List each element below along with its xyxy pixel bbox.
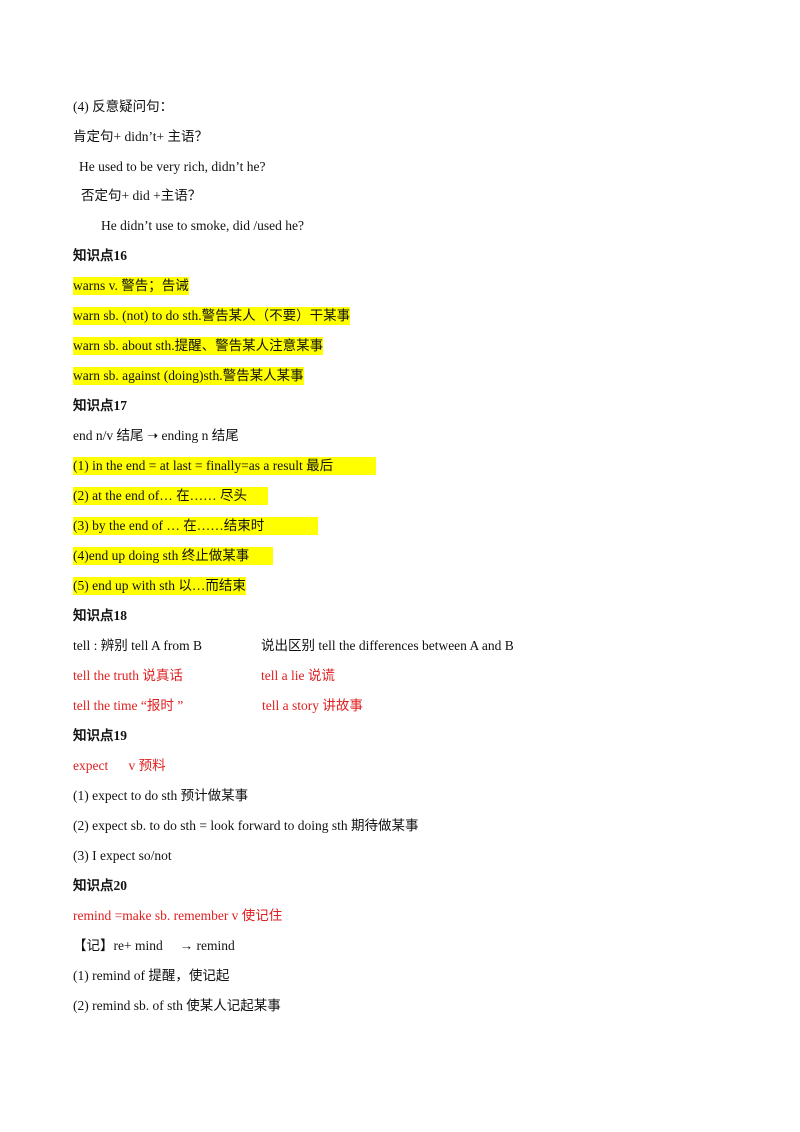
text-line: (4) 反意疑问句： [73, 99, 174, 114]
highlighted-line: (1) in the end = at last = finally=as a … [73, 457, 376, 475]
section-heading: 知识点16 [73, 248, 127, 263]
text-line: 否定句+ did +主语？ [81, 188, 202, 203]
section-heading: 知识点17 [73, 398, 127, 413]
red-text-line: tell the time “报时 ” [73, 698, 184, 713]
highlighted-line: warn sb. (not) to do sth.警告某人（不要）干某事 [73, 307, 351, 325]
text-line: He didn’t use to smoke, did /used he? [101, 218, 304, 233]
text-line: (2) remind sb. of sth 使某人记起某事 [73, 998, 281, 1013]
red-text-line: tell the truth 说真话 [73, 668, 183, 683]
text-line: 【记】re+ mind → remind [73, 938, 235, 953]
red-text-line: tell a lie 说谎 [261, 668, 335, 683]
section-heading: 知识点20 [73, 878, 127, 893]
highlighted-line: (5) end up with sth 以…而结束 [73, 577, 246, 595]
text-line: (1) expect to do sth 预计做某事 [73, 788, 249, 803]
highlighted-line: (3) by the end of … 在……结束时 [73, 517, 318, 535]
highlighted-line: warn sb. about sth.提醒、警告某人注意某事 [73, 337, 324, 355]
highlighted-line: warns v. 警告；告诫 [73, 277, 189, 295]
highlighted-line: (2) at the end of… 在…… 尽头 [73, 487, 268, 505]
section-heading: 知识点19 [73, 728, 127, 743]
text-line: 肯定句+ didn’t+ 主语？ [73, 129, 208, 144]
text-line: (2) expect sb. to do sth = look forward … [73, 818, 419, 833]
red-text-line: tell a story 讲故事 [262, 698, 363, 713]
highlighted-line: (4)end up doing sth 终止做某事 [73, 547, 273, 565]
text-line: (3) I expect so/not [73, 848, 172, 863]
highlighted-line: warn sb. against (doing)sth.警告某人某事 [73, 367, 304, 385]
text-line: (1) remind of 提醒，使记起 [73, 968, 230, 983]
text-line: end n/v 结尾 ➝ ending n 结尾 [73, 428, 239, 443]
red-text-line: expect v 预料 [73, 758, 166, 773]
red-text-line: remind =make sb. remember v 使记住 [73, 908, 283, 923]
text-line: 说出区别 tell the differences between A and … [261, 638, 514, 653]
text-line: tell : 辨别 tell A from B [73, 638, 202, 653]
section-heading: 知识点18 [73, 608, 127, 623]
text-line: He used to be very rich, didn’t he? [79, 159, 266, 174]
